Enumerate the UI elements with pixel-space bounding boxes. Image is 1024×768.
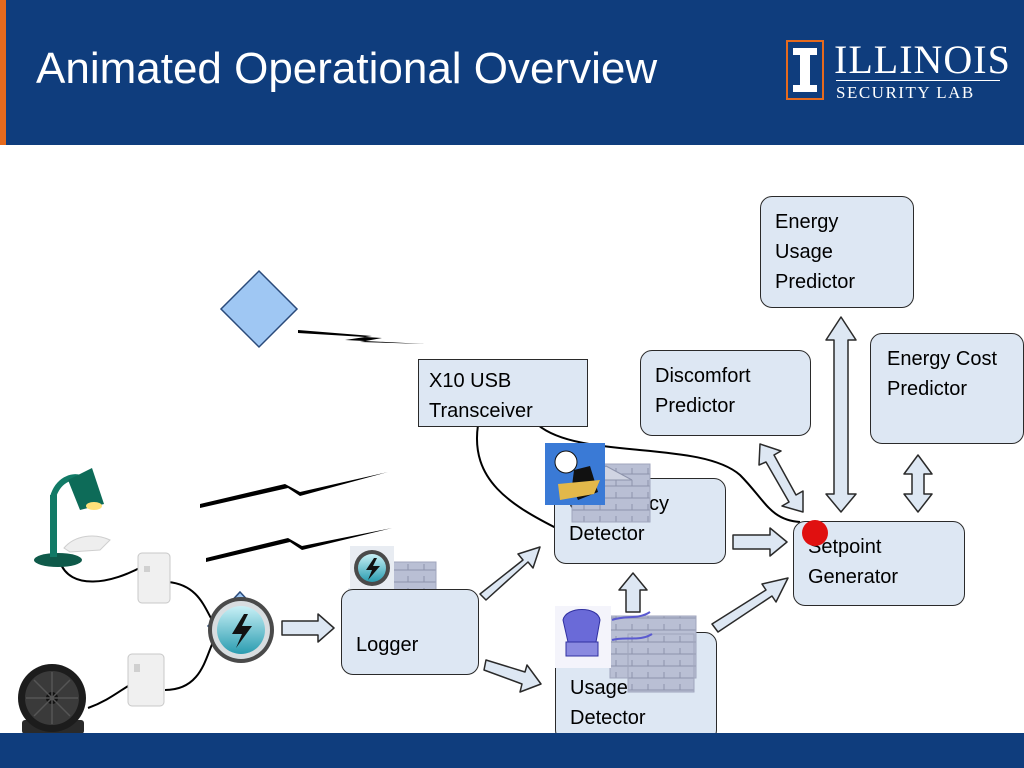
signal-bolt-mid bbox=[200, 472, 388, 508]
event-indicator-dot bbox=[802, 520, 828, 546]
x10-cable-left bbox=[475, 424, 561, 531]
node-label-line: X10 USB bbox=[429, 370, 512, 392]
node-label-line: Predictor bbox=[655, 395, 736, 417]
node-label-line: Predictor bbox=[775, 271, 856, 293]
slide-title: Animated Operational Overview bbox=[36, 44, 658, 93]
fan-icon bbox=[18, 664, 86, 734]
node-label-line: Usage bbox=[570, 677, 628, 699]
node-label-line: Discomfort bbox=[655, 365, 751, 387]
node-label-line: Setpoint bbox=[808, 536, 882, 558]
arrow-orb-to-logger bbox=[281, 613, 335, 643]
arrow-energy-usage-setpoint bbox=[825, 316, 857, 513]
x10-module-icon bbox=[127, 653, 165, 707]
signal-bolt-top bbox=[298, 330, 425, 344]
appliance-icon bbox=[555, 606, 653, 668]
arrow-occupancy-to-setpoint bbox=[732, 527, 788, 557]
illinois-security-lab-logo: ILLINOIS SECURITY LAB bbox=[786, 37, 1010, 102]
node-label-line: Generator bbox=[808, 566, 899, 588]
node-label-line: Energy Cost bbox=[887, 348, 998, 370]
lightning-orb-icon bbox=[206, 590, 274, 663]
energy-cost-predictor-node: Energy Cost Predictor bbox=[870, 333, 1024, 444]
arrow-discomfort-setpoint bbox=[758, 443, 804, 513]
block-i-icon bbox=[786, 40, 824, 100]
arrow-usage-to-setpoint bbox=[711, 577, 789, 633]
logger-node: Logger bbox=[341, 589, 479, 675]
discomfort-predictor-node: Discomfort Predictor bbox=[640, 350, 811, 436]
node-label-line: Detector bbox=[570, 707, 646, 729]
node-label-line: Transceiver bbox=[429, 400, 533, 422]
arrow-logger-to-usage bbox=[483, 659, 542, 693]
header-bar: Animated Operational Overview ILLINOIS S… bbox=[0, 0, 1024, 145]
x10-module-icon bbox=[63, 535, 171, 604]
arrow-logger-to-occupancy bbox=[479, 546, 541, 601]
lightbulb-person-icon bbox=[545, 443, 605, 505]
accent-bar bbox=[0, 0, 6, 145]
desk-lamp-icon bbox=[34, 468, 104, 567]
signal-bolt-low bbox=[206, 528, 392, 562]
node-label-line: Logger bbox=[356, 634, 419, 656]
node-label-line: Detector bbox=[569, 523, 645, 545]
x10-cable-right bbox=[537, 424, 801, 523]
energy-usage-predictor-node: Energy Usage Predictor bbox=[760, 196, 914, 308]
node-label-line: Usage bbox=[775, 241, 833, 263]
node-label-line: Energy bbox=[775, 211, 839, 233]
lightning-orb-icon bbox=[350, 546, 394, 590]
x10-transceiver-node: X10 USB Transceiver bbox=[418, 359, 588, 427]
house-icon bbox=[609, 615, 697, 693]
arrow-energy-cost-setpoint bbox=[903, 454, 933, 513]
logo-wordmark: ILLINOIS bbox=[834, 37, 1011, 82]
gateway-diamond bbox=[219, 269, 299, 349]
logo-rule bbox=[836, 80, 1000, 81]
footer-bar bbox=[0, 733, 1024, 768]
logo-subtitle: SECURITY LAB bbox=[836, 83, 975, 102]
node-label-line: Predictor bbox=[887, 378, 968, 400]
arrow-usage-to-occupancy bbox=[618, 572, 648, 613]
